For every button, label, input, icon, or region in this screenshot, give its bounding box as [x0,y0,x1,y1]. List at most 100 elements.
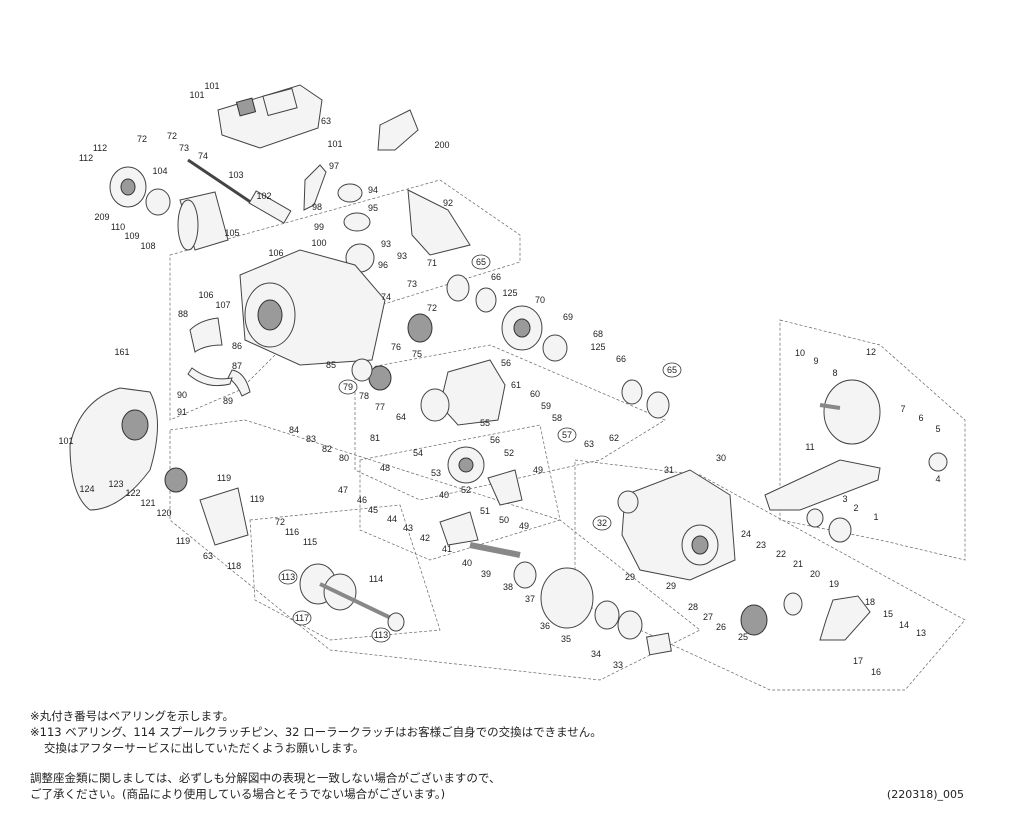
part-number: 90 [177,390,187,400]
part-callout: 71 [427,258,437,268]
part-callout: 29 [666,581,676,591]
part-callout: 72 [275,517,285,527]
part-callout: 90 [177,390,187,400]
part-callout: 200 [434,140,449,150]
part-number: 20 [810,569,820,579]
part-callout: 68 [593,329,603,339]
part-callout: 110 [111,222,125,232]
part-callout: 69 [563,312,573,322]
note-washers: 調整座金類に関しましては、必ずしも分解図中の表現と一致しない場合がございますので… [30,771,501,785]
part-callout: 12 [866,347,876,357]
part-callout: 7 [900,404,905,414]
part-number: 8 [832,368,837,378]
part-number: 22 [776,549,786,559]
part-callout: 161 [114,347,129,357]
part-callout: 100 [311,238,326,248]
part-number: 1 [873,512,878,522]
part-callout: 40 [439,490,449,500]
part-callout: 102 [256,191,271,201]
part-number: 44 [387,514,397,524]
part-number: 7 [900,404,905,414]
part-number: 69 [563,312,573,322]
part-number: 31 [664,465,674,475]
part-callout: 109 [124,231,139,241]
part-callout: 113 [278,569,298,585]
part-number: 18 [865,597,875,607]
part-callout: 101 [189,90,204,100]
part-callout: 1 [873,512,878,522]
part-number: 117 [295,613,309,623]
part-callout: 36 [540,621,550,631]
part-number: 43 [403,523,413,533]
part-callout: 84 [289,425,299,435]
part-callout: 25 [738,632,748,642]
note-non-replaceable: ※113 ベアリング、114 スプールクラッチピン、32 ローラークラッチはお客… [30,725,602,739]
part-callout: 73 [407,279,417,289]
part-callout: 8 [832,368,837,378]
part-number: 119 [250,494,264,504]
part-callout: 32 [592,515,612,531]
part-number: 123 [108,479,123,489]
part-callout: 94 [368,185,378,195]
part-callout: 119 [176,536,190,546]
part-callout: 72 [137,134,147,144]
part-number: 200 [434,140,449,150]
part-number: 94 [368,185,378,195]
part-callout: 6 [918,413,923,423]
part-number: 29 [625,572,635,582]
part-callout: 3 [842,494,847,504]
part-callout: 35 [561,634,571,644]
part-callout: 82 [322,444,332,454]
part-number: 66 [616,354,626,364]
part-callout: 116 [285,527,299,537]
part-callout: 29 [625,572,635,582]
part-callout: 5 [935,424,940,434]
part-callout: 101 [204,81,219,91]
part-callout: 40 [462,558,472,568]
part-number: 62 [609,433,619,443]
part-number: 51 [480,506,490,516]
part-callout: 58 [552,413,562,423]
part-callout: 104 [152,166,167,176]
part-callout: 119 [250,494,264,504]
part-callout: 72 [427,303,437,313]
part-number: 33 [613,660,623,670]
part-number: 161 [114,347,129,357]
part-number: 119 [217,473,231,483]
part-callout: 122 [125,488,140,498]
part-number: 64 [396,412,406,422]
part-callout: 46 [357,495,367,505]
part-number: 30 [716,453,726,463]
part-number: 72 [137,134,147,144]
part-number: 209 [94,212,109,222]
part-number: 11 [805,442,814,452]
part-number: 121 [140,498,155,508]
part-number: 4 [935,474,940,484]
part-callout: 52 [504,448,514,458]
part-callout: 114 [369,574,383,584]
part-number: 73 [407,279,417,289]
part-callout: 74 [198,151,208,161]
part-number: 63 [321,116,331,126]
part-callout: 73 [179,143,189,153]
part-callout: 49 [533,465,543,475]
part-callout: 50 [499,515,509,525]
part-number: 110 [111,222,125,232]
part-callout: 125 [590,342,605,352]
part-number: 14 [899,620,909,630]
part-callout: 57 [557,427,577,443]
part-number: 104 [152,166,167,176]
part-number: 86 [232,341,242,351]
part-number: 40 [439,490,449,500]
part-number: 88 [178,309,188,319]
part-number: 85 [326,360,336,370]
note-bearing: ※丸付き番号はベアリングを示します。 [30,709,234,723]
part-callout: 28 [688,602,698,612]
part-callout: 93 [381,239,391,249]
part-number: 112 [79,153,93,163]
part-number: 70 [535,295,545,305]
part-number: 28 [688,602,698,612]
part-number: 74 [198,151,208,161]
part-number: 89 [223,396,233,406]
exploded-parts-diagram: 1011016310120072727374112112104103979495… [58,81,966,691]
